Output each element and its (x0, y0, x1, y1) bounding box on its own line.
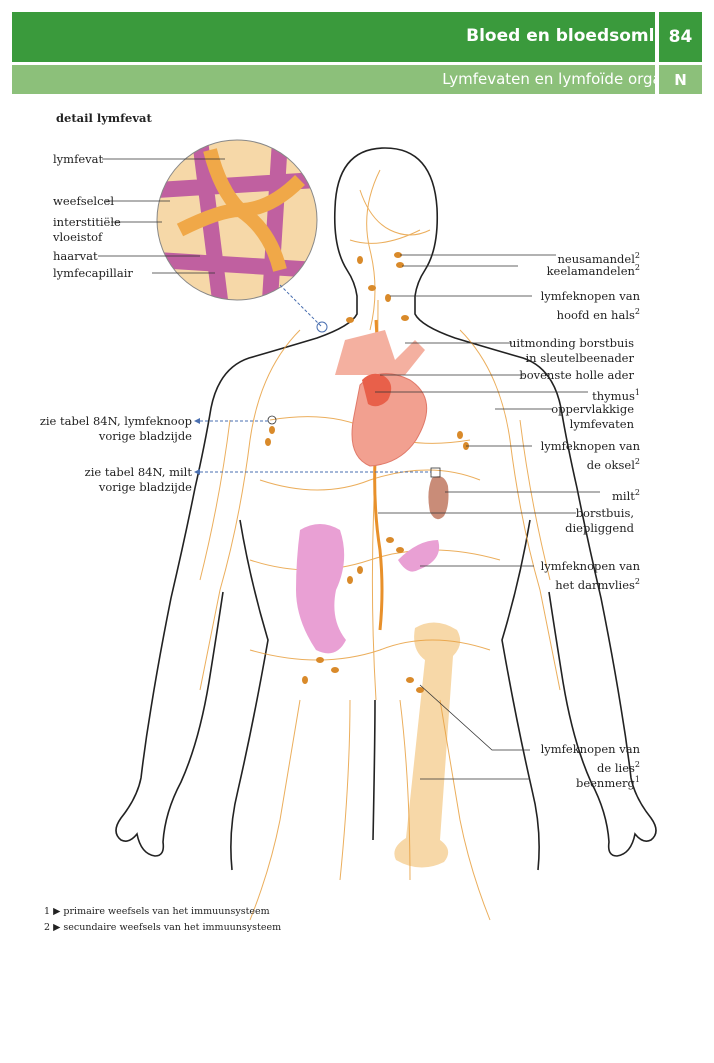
ref-leader-lines (200, 420, 431, 473)
mesentery-intestine (398, 540, 440, 572)
label-interstitiele: interstitiële (53, 215, 121, 229)
lies-line1: lymfeknopen van (540, 742, 640, 756)
label-lymfevat: lymfevat (53, 152, 104, 166)
page-number: 84 (659, 12, 702, 62)
section-title: Lymfevaten en lymfoïde organen (442, 70, 690, 88)
lymfeknopen-hoofd-line2: hoofd en hals (556, 307, 635, 322)
intestine-shape (296, 524, 346, 654)
label-keelamandelen: keelamandelen2 (547, 260, 640, 279)
lymph-vessels (199, 169, 561, 921)
lymfeknopen-oksel-sup: 2 (634, 457, 640, 466)
label-holle-ader: bovenste holle ader (519, 368, 634, 383)
spleen-shape (428, 476, 449, 520)
uitmonding-line2: in sleutelbeenader (525, 351, 634, 365)
ref-milt: zie tabel 84N, milt vorige bladzijde (85, 465, 192, 495)
lies-sup: 2 (634, 760, 640, 769)
footnote-1: 1 ▶ primaire weefsels van het immuunsyst… (44, 906, 270, 917)
keelamandelen-sup: 2 (634, 263, 640, 272)
bone-marrow-shape (394, 622, 461, 868)
label-milt: milt2 (612, 485, 640, 504)
detail-source-marker (316, 321, 328, 333)
label-darmvlies: lymfeknopen van het darmvlies2 (541, 559, 640, 593)
ref-lymfeknoop: zie tabel 84N, lymfeknoop vorige bladzij… (40, 414, 192, 444)
ref-arrow-2 (194, 469, 200, 475)
footnote-2: 2 ▶ secundaire weefsels van het immuunsy… (44, 922, 281, 933)
label-vloeistof: vloeistof (53, 230, 103, 244)
chapter-title: Bloed en bloedsomloop (466, 26, 690, 46)
body-outline (115, 147, 657, 871)
footnote-2-arrow: ▶ (53, 922, 61, 933)
label-haarvat: haarvat (53, 249, 98, 263)
lies-line2: de lies (597, 760, 635, 775)
darmvlies-sup: 2 (634, 577, 640, 586)
lymfeknopen-hoofd-sup: 2 (634, 307, 640, 316)
label-weefselcel: weefselcel (53, 194, 115, 208)
milt-text: milt (612, 488, 635, 503)
ref-milt-line2: vorige bladzijde (98, 480, 192, 494)
borstbuis-line1: borstbuis, (575, 506, 634, 520)
label-lymfeknopen-oksel: lymfeknopen van de oksel2 (541, 439, 640, 473)
holle-ader-text: bovenste holle ader (519, 368, 634, 382)
footnote-1-num: 1 (44, 906, 51, 917)
detail-connector (279, 284, 323, 328)
left-leader-lines (98, 158, 225, 274)
footnote-2-text: secundaire weefsels van het immuunsystee… (63, 922, 282, 933)
neusamandel-sup: 2 (634, 251, 640, 260)
label-beenmerg: beenmerg1 (576, 772, 640, 791)
neusamandel-text: neusamandel (557, 251, 635, 266)
ref-arrow-1 (194, 418, 200, 424)
great-vessels (335, 330, 425, 375)
beenmerg-text: beenmerg (575, 775, 635, 790)
thymus-sup: 1 (634, 388, 640, 397)
beenmerg-sup: 1 (634, 775, 640, 784)
spleen-marker (430, 467, 441, 478)
milt-sup: 2 (634, 488, 640, 497)
header-band-dark (12, 12, 655, 62)
footnote-1-arrow: ▶ (53, 906, 61, 917)
section-letter: N (659, 65, 702, 94)
label-neusamandel: neusamandel2 (558, 248, 640, 267)
label-lies: lymfeknopen van de lies2 (541, 742, 640, 776)
label-lymfecapillair: lymfecapillair (53, 266, 133, 280)
ref-milt-line1: zie tabel 84N, milt (84, 465, 192, 479)
thymus-shape (362, 373, 392, 407)
label-thymus: thymus1 (592, 385, 640, 404)
darmvlies-line2: het darmvlies (555, 577, 635, 592)
thymus-text: thymus (592, 388, 635, 403)
borstbuis-line2: diepliggend (565, 521, 634, 535)
label-borstbuis: borstbuis,diepliggend (565, 506, 634, 536)
lymfeknopen-oksel-line2: de oksel (586, 457, 635, 472)
right-leader-lines (375, 254, 600, 780)
lymfeknopen-oksel-line1: lymfeknopen van (540, 439, 640, 453)
ref-lymfeknoop-line2: vorige bladzijde (98, 429, 192, 443)
darmvlies-line1: lymfeknopen van (540, 559, 640, 573)
node-marker (267, 415, 277, 425)
oppervlakkige-line2: lymfevaten (569, 417, 634, 431)
label-lymfeknopen-hoofd: lymfeknopen van hoofd en hals2 (541, 289, 640, 323)
detail-circle-border (156, 139, 318, 301)
footnote-2-num: 2 (44, 922, 51, 933)
footnote-1-text: primaire weefsels van het immuunsysteem (63, 906, 270, 917)
oppervlakkige-line1: oppervlakkige (551, 402, 634, 416)
keelamandelen-text: keelamandelen (546, 263, 635, 278)
detail-circle (157, 140, 317, 300)
page-header: Bloed en bloedsomloop Lymfevaten en lymf… (12, 12, 702, 94)
uitmonding-line1: uitmonding borstbuis (508, 336, 634, 350)
detail-title: detail lymfevat (56, 111, 152, 125)
header-band-light (12, 65, 655, 94)
lymfeknopen-hoofd-line1: lymfeknopen van (540, 289, 640, 303)
ref-lymfeknoop-line1: zie tabel 84N, lymfeknoop (39, 414, 192, 428)
